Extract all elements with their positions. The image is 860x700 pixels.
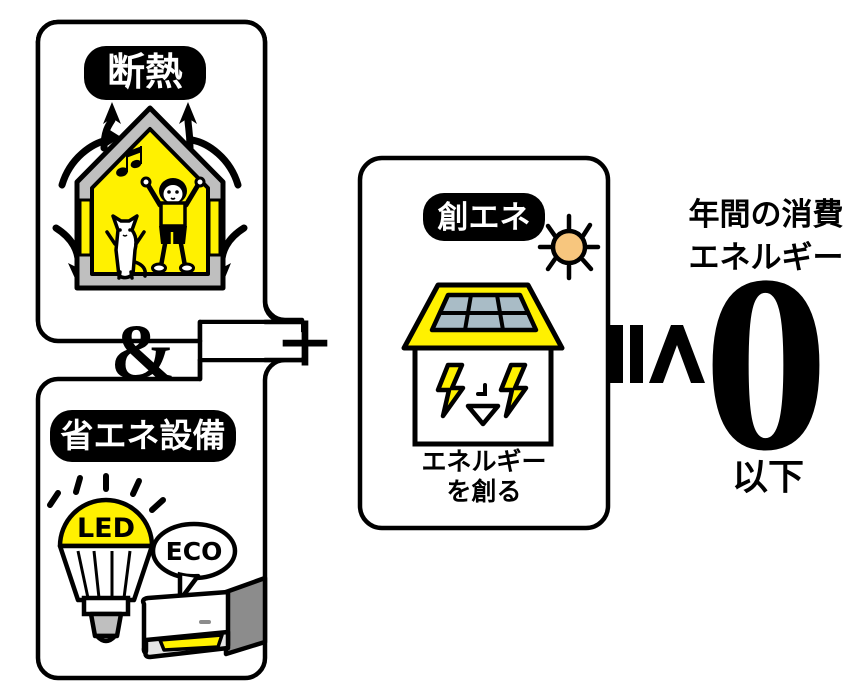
operator-plus: + (278, 289, 333, 396)
operator-and: & (111, 308, 176, 395)
house-with-solar-panel-icon (401, 282, 565, 447)
cat-figure-icon (105, 214, 148, 280)
result-heading-line2: エネルギー (689, 240, 844, 276)
badge-energy-saving: 省エネ設備 (50, 410, 236, 462)
eco-label: ECO (166, 537, 223, 566)
led-bulb-icon: LED (47, 473, 166, 644)
air-conditioner-icon (140, 575, 268, 660)
energy-creation-caption-line2: を創る (446, 477, 521, 506)
energy-creation-caption-line1: エネルギー (421, 447, 546, 476)
badge-energy-saving-label: 省エネ設備 (61, 416, 226, 455)
operator-less-than-or-equal (610, 325, 705, 383)
music-note-icon (116, 146, 142, 177)
result-heading-line1: 年間の消費 (689, 197, 844, 233)
badge-insulation: 断熱 (84, 46, 206, 100)
badge-energy-creation: 創エネ (423, 193, 545, 241)
eco-speech-bubble: ECO (150, 521, 238, 603)
badge-energy-creation-label: 創エネ (438, 200, 531, 236)
led-bulb-label: LED (77, 513, 135, 544)
child-figure-icon (140, 176, 206, 274)
result-value: 0 (703, 223, 829, 503)
result-suffix: 以下 (732, 457, 804, 498)
sun-icon (537, 213, 601, 281)
house-with-family-insulation-icon (52, 102, 248, 291)
badge-insulation-label: 断熱 (107, 50, 183, 94)
